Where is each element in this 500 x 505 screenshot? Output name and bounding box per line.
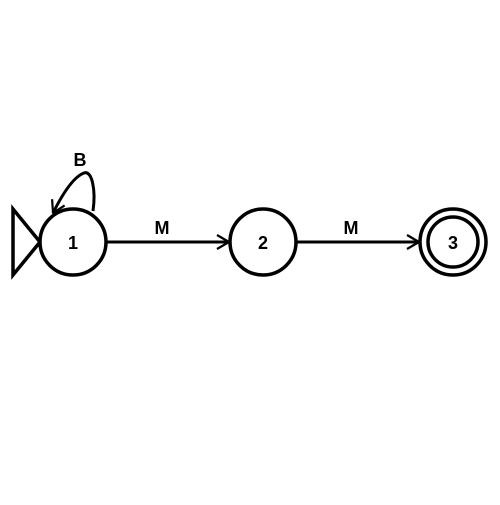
state-2-circle [228,207,298,277]
state-1-label: 1 [68,233,78,253]
transition-t12-label: M [155,218,170,238]
start-marker [11,204,43,280]
state-3-label: 3 [448,233,458,253]
transition-t23-label: M [344,218,359,238]
state-3-inner-circle [426,215,480,269]
transition-t11-edge [53,171,96,213]
state-1-circle [38,207,108,277]
state-3: 3 [418,207,488,277]
transition-t11-label: B [74,150,87,170]
state-2-label: 2 [258,233,268,253]
state-2: 2 [228,207,298,277]
state-1: 1 [38,207,108,277]
